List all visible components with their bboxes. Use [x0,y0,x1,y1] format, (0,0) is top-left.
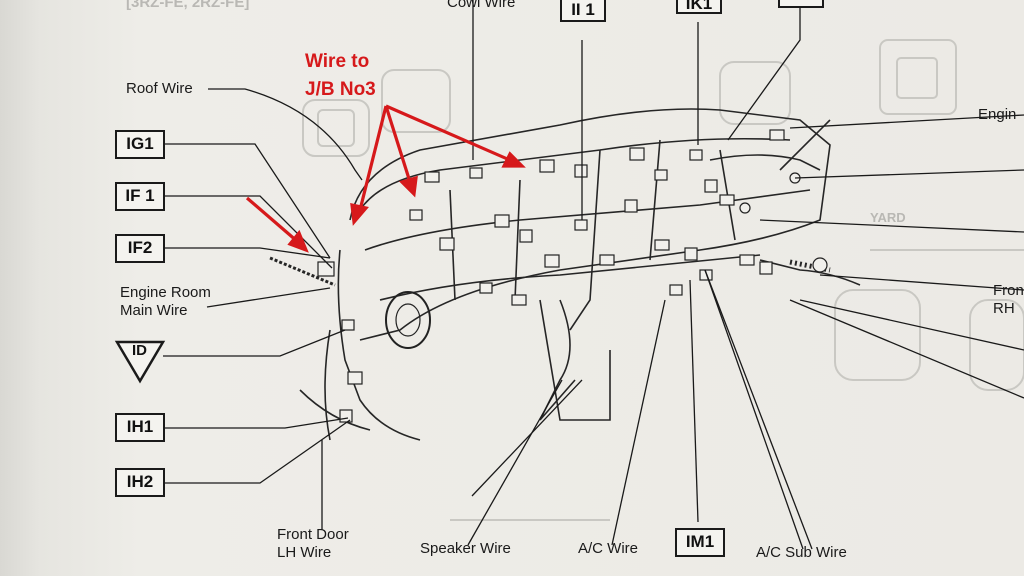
connector-ik2-partial [778,0,824,8]
faint-yard-text: YARD [870,210,906,225]
harness-connectors [317,129,828,423]
header-fragment: [3RZ-FE, 2RZ-FE] [126,0,250,11]
label-cowl-wire: Cowl Wire [447,0,516,11]
connector-if2: IF2 [115,234,165,263]
connector-ig1: IG1 [115,130,165,159]
connector-ih1: IH1 [115,413,165,442]
red-arrows [245,104,526,253]
label-roof-wire: Roof Wire [126,80,193,97]
label-front-door-lh-wire: Front Door LH Wire [277,526,349,561]
connector-if1: IF 1 [115,182,165,211]
label-ac-wire: A/C Wire [578,540,638,557]
annotation-line-2: J/B No3 [305,79,376,100]
label-front-rh-partial: Fron RH [993,282,1024,317]
leader-lines [163,0,1024,550]
connector-im1: IM1 [675,528,725,557]
background-faint-drawings [302,39,1024,521]
connector-ih2: IH2 [115,468,165,497]
connector-ik1: IK1 [676,0,722,14]
label-engine-partial: Engin [978,106,1017,123]
label-engine-room-main-wire: Engine Room Main Wire [120,284,211,319]
connector-ii1: II 1 [560,0,606,22]
id-triangle-connector [114,340,166,384]
label-ac-sub-wire: A/C Sub Wire [756,544,847,561]
dashboard-harness [269,108,861,441]
connector-id: ID [132,342,147,359]
annotation-line-1: Wire to [305,51,370,72]
label-speaker-wire: Speaker Wire [420,540,511,557]
